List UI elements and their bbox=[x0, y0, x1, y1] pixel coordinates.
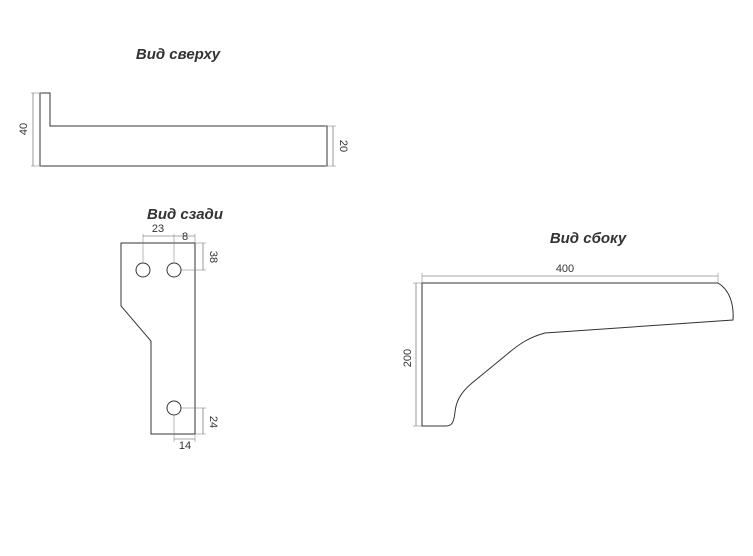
side-view-outline bbox=[421, 282, 734, 427]
side-height-label: 200 bbox=[402, 349, 414, 367]
hole-top-right bbox=[166, 262, 182, 278]
back-bottom-offset-label: 24 bbox=[207, 416, 219, 428]
top-height-label: 40 bbox=[18, 123, 30, 135]
hole-bottom bbox=[166, 400, 182, 416]
side-view: Вид сбоку 400 200 bbox=[402, 230, 734, 427]
back-view-title: Вид сзади bbox=[147, 206, 223, 223]
top-view-title: Вид сверху bbox=[136, 46, 221, 63]
back-hole-gap-label: 8 bbox=[182, 231, 188, 243]
back-top-offset-label: 38 bbox=[207, 251, 219, 263]
side-length-label: 400 bbox=[556, 263, 574, 275]
back-bottom-side-label: 14 bbox=[179, 440, 191, 452]
back-view: Вид сзади 23 8 38 24 14 bbox=[120, 206, 223, 452]
side-view-title: Вид сбоку bbox=[550, 230, 627, 247]
top-view-outline bbox=[39, 92, 328, 167]
top-view: Вид сверху 40 20 bbox=[18, 46, 349, 167]
back-hole-offset-label: 23 bbox=[152, 223, 164, 235]
top-thickness-label: 20 bbox=[337, 140, 349, 152]
hole-top-left bbox=[135, 262, 151, 278]
back-view-outline bbox=[120, 242, 196, 435]
